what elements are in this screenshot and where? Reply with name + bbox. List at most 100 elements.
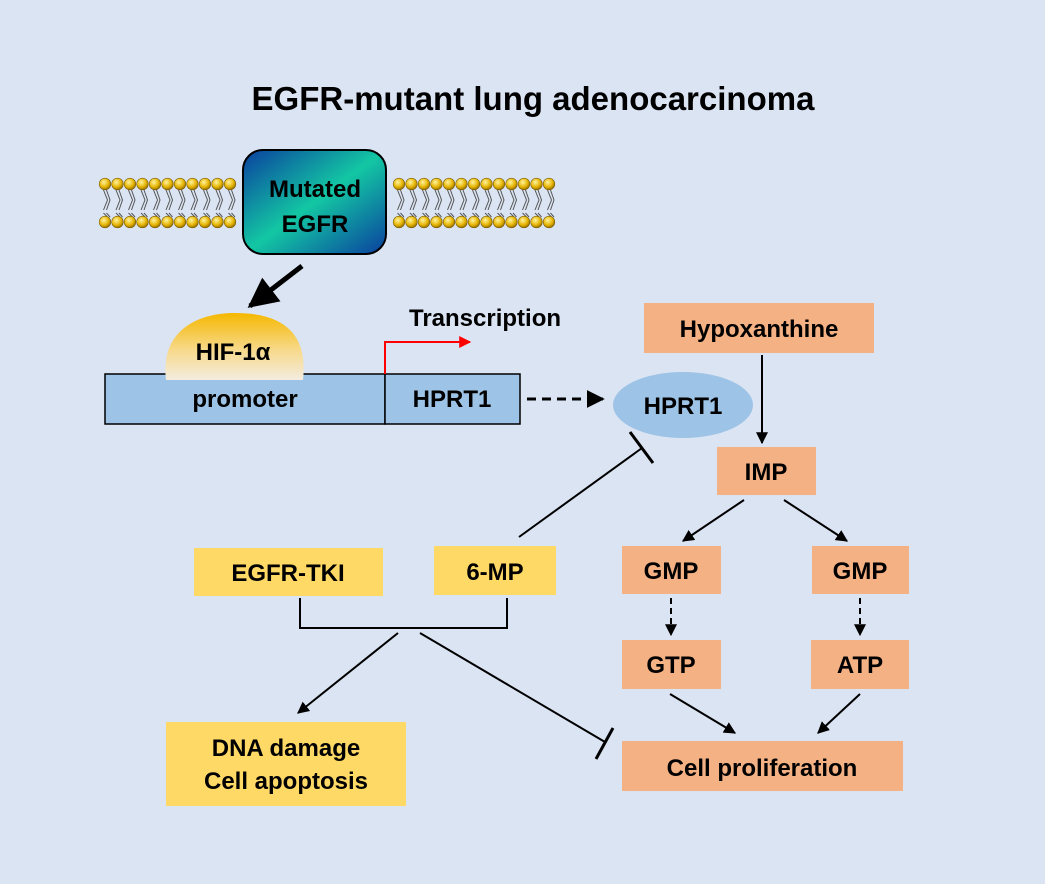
hypoxanthine-box: Hypoxanthine	[644, 303, 874, 353]
atp-box: ATP	[811, 640, 909, 689]
lipid-head	[480, 177, 493, 191]
lipid-head	[517, 215, 531, 229]
hif1a-factor: HIF-1α	[165, 313, 304, 380]
cell-proliferation-label: Cell proliferation	[667, 755, 858, 782]
lipid-tails	[509, 189, 518, 218]
dna-damage-apoptosis-box: DNA damage Cell apoptosis	[166, 722, 406, 806]
hprt1-gene-region	[384, 373, 521, 425]
egfr-label-line1: Mutated	[269, 176, 361, 203]
lipid-tails	[497, 189, 505, 218]
lipid-head	[467, 215, 481, 229]
lipid-tails	[459, 189, 468, 218]
lipid-head	[211, 215, 224, 229]
gmp-left-label: GMP	[644, 558, 699, 585]
six-mp-box: 6-MP	[434, 546, 556, 595]
diagram-title: EGFR-mutant lung adenocarcinoma	[252, 80, 816, 117]
lipid-tails	[522, 189, 530, 218]
lipid-head	[455, 177, 468, 191]
lipid-tails	[103, 189, 111, 218]
lipid-tails	[409, 189, 418, 218]
combination-bracket	[299, 598, 508, 629]
lipid-head	[211, 177, 224, 191]
gtp-to-proliferation-arrow	[669, 693, 737, 734]
egfr-tki-label: EGFR-TKI	[231, 560, 344, 587]
lipid-tails	[534, 189, 543, 218]
imp-to-gmp-right-arrow	[783, 499, 849, 542]
lipid-head	[405, 177, 418, 191]
lipid-head	[542, 215, 556, 229]
gtp-label: GTP	[646, 652, 695, 679]
six-mp-inhibits-hprt1	[518, 447, 643, 538]
hypoxanthine-label: Hypoxanthine	[680, 316, 839, 343]
lipid-tails	[228, 189, 236, 218]
lipid-tails	[140, 189, 149, 218]
atp-label: ATP	[837, 652, 883, 679]
lipid-tails	[115, 189, 124, 218]
lipid-head	[492, 215, 506, 229]
lipid-tails	[547, 189, 555, 218]
lipid-head	[505, 177, 518, 191]
lipid-head	[148, 177, 162, 191]
combo-to-dna-damage-arrow	[297, 632, 399, 714]
lipid-head	[492, 177, 506, 191]
lipid-tails	[190, 189, 199, 218]
lipid-head	[111, 215, 124, 229]
gmp-right-label: GMP	[833, 558, 888, 585]
lipid-head	[136, 177, 149, 191]
lipid-head	[430, 215, 443, 229]
mutated-egfr-receptor: Mutated EGFR	[242, 149, 387, 255]
imp-to-gmp-left-arrow	[682, 499, 745, 542]
lipid-head	[517, 177, 531, 191]
lipid-tails	[178, 189, 186, 218]
hprt1-inhibition-bar	[628, 431, 655, 464]
lipid-head	[392, 177, 406, 191]
six-mp-label: 6-MP	[466, 559, 523, 586]
lipid-head	[98, 177, 112, 191]
lipid-head	[442, 177, 456, 191]
hif1a-label: HIF-1α	[196, 339, 271, 366]
hprt1-enzyme: HPRT1	[613, 372, 753, 438]
imp-box: IMP	[717, 447, 816, 495]
lipid-head	[542, 177, 556, 191]
lipid-head	[98, 215, 112, 229]
outcome-line1: DNA damage	[212, 735, 360, 762]
lipid-head	[161, 177, 174, 191]
gmp-right-box: GMP	[812, 546, 909, 594]
gmp-left-box: GMP	[622, 546, 721, 594]
lipid-head	[505, 215, 518, 229]
lipid-head	[530, 177, 543, 191]
egfr-to-hif-arrow	[247, 264, 304, 308]
lipid-head	[123, 215, 137, 229]
transcription-label: Transcription	[409, 305, 561, 332]
hprt1-gene-label: HPRT1	[413, 386, 492, 413]
lipid-head	[223, 215, 237, 229]
lipid-head	[417, 215, 431, 229]
outcome-line2: Cell apoptosis	[204, 768, 368, 795]
lipid-head	[186, 215, 199, 229]
lipid-head	[455, 215, 468, 229]
cell-proliferation-box: Cell proliferation	[622, 741, 903, 791]
lipid-head	[467, 177, 481, 191]
combo-inhibits-proliferation	[419, 632, 606, 743]
lipid-head	[480, 215, 493, 229]
lipid-tails	[472, 189, 480, 218]
lipid-head	[173, 215, 187, 229]
lipid-tails	[153, 189, 161, 218]
lipid-head	[198, 177, 212, 191]
proliferation-inhibition-bar	[594, 727, 615, 760]
lipid-tails	[434, 189, 443, 218]
atp-to-proliferation-arrow	[817, 693, 861, 734]
lipid-head	[442, 215, 456, 229]
lipid-tails	[215, 189, 224, 218]
cell-membrane	[98, 177, 556, 229]
lipid-head	[173, 177, 187, 191]
lipid-head	[392, 215, 406, 229]
lipid-tails	[422, 189, 430, 218]
lipid-head	[123, 177, 137, 191]
lipid-tails	[447, 189, 455, 218]
gtp-box: GTP	[622, 640, 721, 689]
egfr-label-line2: EGFR	[282, 211, 349, 238]
lipid-head	[405, 215, 418, 229]
transcription-start-arrow	[384, 336, 472, 374]
